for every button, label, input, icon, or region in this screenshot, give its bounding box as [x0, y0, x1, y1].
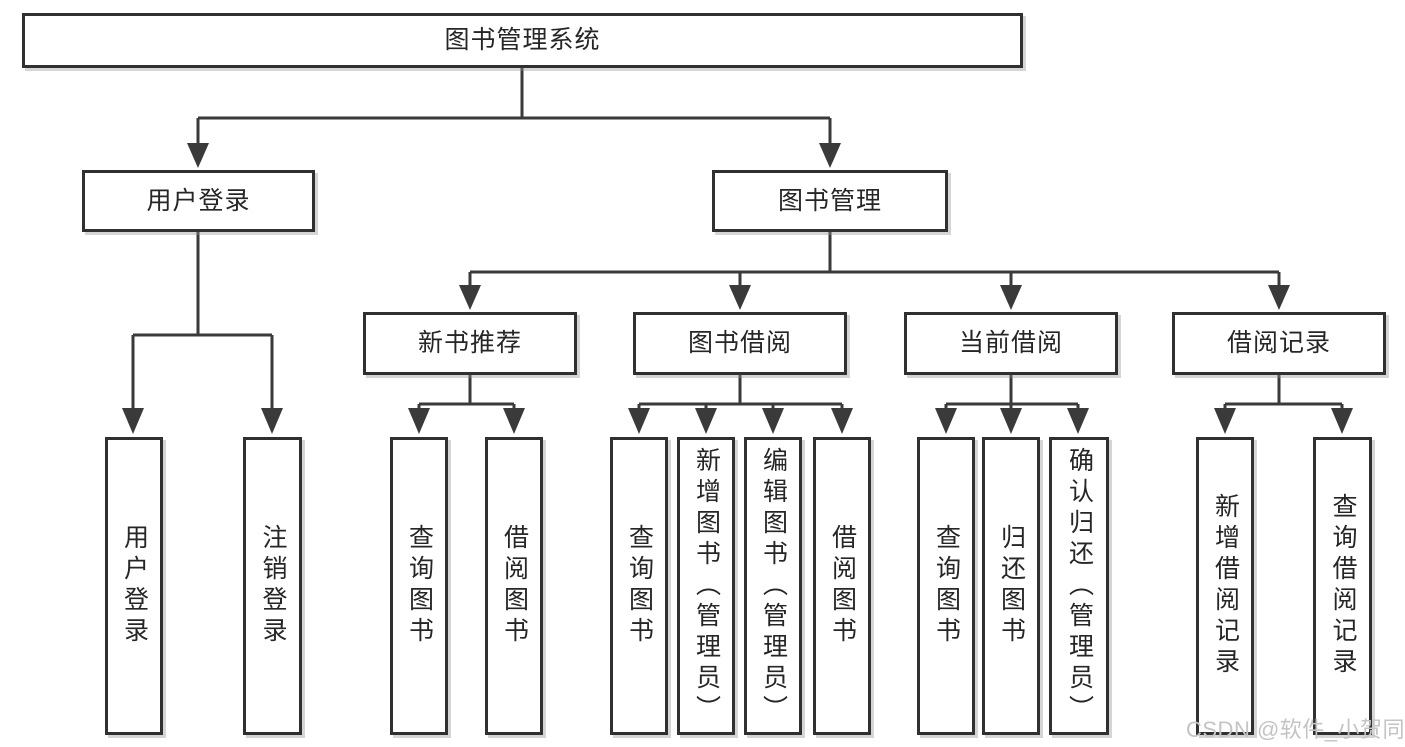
leaf-edit-book-admin-label: 编辑图书（管理员） — [759, 446, 788, 726]
leaf-logout-label: 注销登录 — [259, 524, 287, 648]
node-user-login-label: 用户登录 — [146, 186, 251, 215]
node-book-borrow: 图书借阅 — [633, 312, 847, 375]
leaf-query-book-recommend-label: 查询图书 — [405, 524, 434, 648]
leaf-add-borrow-record-label: 新增借阅记录 — [1211, 493, 1240, 679]
leaf-query-book-borrowing-label: 查询图书 — [625, 524, 654, 648]
leaf-query-book-current: 查询图书 — [917, 437, 975, 735]
edge-book-management-to-level3 — [459, 232, 1290, 310]
leaf-add-book-admin-label: 新增图书（管理员） — [692, 446, 721, 726]
node-root: 图书管理系统 — [22, 13, 1023, 68]
node-root-label: 图书管理系统 — [444, 26, 601, 54]
node-current-borrow-label: 当前借阅 — [958, 329, 1063, 357]
edge-borrow-records-to-leaves — [1214, 375, 1353, 434]
edge-new-book-recommend-to-leaves — [408, 375, 525, 434]
leaf-user-login-label: 用户登录 — [120, 524, 149, 648]
leaf-query-borrow-record: 查询借阅记录 — [1313, 437, 1372, 735]
leaf-logout: 注销登录 — [243, 437, 302, 735]
edge-current-borrow-to-leaves — [935, 375, 1089, 434]
leaf-return-book: 归还图书 — [982, 437, 1040, 735]
leaf-return-book-label: 归还图书 — [997, 524, 1026, 648]
node-user-login: 用户登录 — [82, 170, 315, 232]
leaf-add-book-admin: 新增图书（管理员） — [677, 437, 735, 735]
leaf-query-borrow-record-label: 查询借阅记录 — [1329, 493, 1357, 679]
leaf-user-login: 用户登录 — [105, 437, 163, 735]
node-book-borrow-label: 图书借阅 — [687, 329, 792, 357]
leaf-borrow-book-recommend-label: 借阅图书 — [500, 524, 529, 648]
edge-book-borrow-to-leaves — [628, 375, 853, 434]
leaf-edit-book-admin: 编辑图书（管理员） — [744, 437, 802, 735]
node-borrow-records-label: 借阅记录 — [1226, 329, 1331, 357]
leaf-query-book-current-label: 查询图书 — [932, 524, 961, 648]
node-book-management: 图书管理 — [712, 170, 948, 232]
leaf-add-borrow-record: 新增借阅记录 — [1196, 437, 1254, 735]
leaf-query-book-recommend: 查询图书 — [390, 437, 448, 735]
leaf-borrow-book-recommend: 借阅图书 — [485, 437, 543, 735]
node-current-borrow: 当前借阅 — [904, 312, 1118, 375]
leaf-borrow-book-borrowing-label: 借阅图书 — [828, 524, 857, 648]
leaf-confirm-return-admin: 确认归还（管理员） — [1049, 437, 1109, 735]
leaf-borrow-book-borrowing: 借阅图书 — [813, 437, 871, 735]
leaf-query-book-borrowing: 查询图书 — [610, 437, 668, 735]
node-new-book-recommend-label: 新书推荐 — [417, 329, 522, 357]
node-new-book-recommend: 新书推荐 — [363, 312, 577, 375]
node-book-management-label: 图书管理 — [777, 186, 882, 215]
leaf-confirm-return-admin-label: 确认归还（管理员） — [1065, 446, 1094, 726]
node-borrow-records: 借阅记录 — [1172, 312, 1386, 375]
csdn-watermark: CSDN @软件_小贺同学 — [1186, 717, 1405, 742]
edge-root-to-level2 — [187, 68, 841, 168]
edge-user-login-to-leaves — [122, 232, 283, 434]
